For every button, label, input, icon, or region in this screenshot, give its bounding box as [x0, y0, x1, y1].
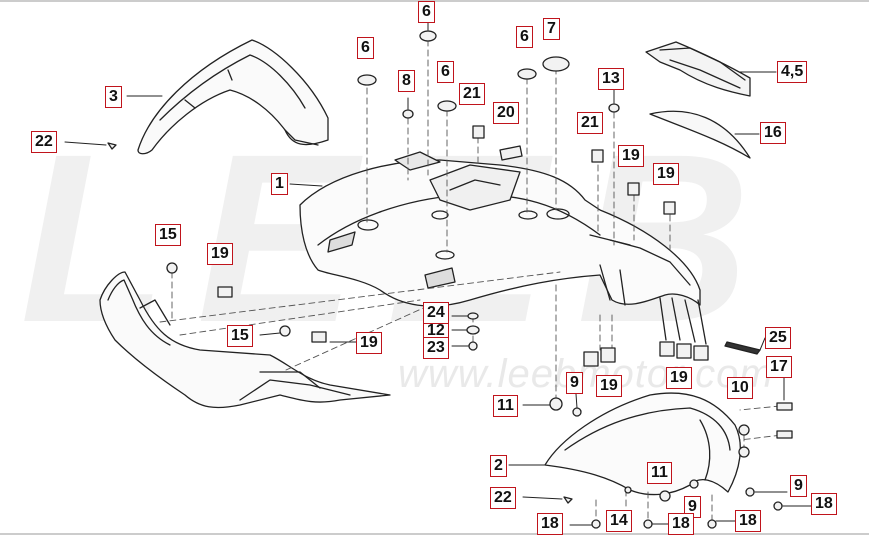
- callout-part-13: 13: [598, 68, 624, 90]
- part-8-plug: [402, 109, 414, 119]
- callout-part-23: 23: [423, 337, 449, 359]
- hardware-parts: [107, 30, 793, 529]
- part-15-bolt-b: [279, 325, 291, 337]
- part-9-washer-a: [572, 407, 582, 417]
- callout-part-20: 20: [493, 102, 519, 124]
- part-18-screw-b: [643, 519, 653, 529]
- part-6-grommet-b: [419, 30, 437, 42]
- callout-part-18-a: 18: [537, 513, 563, 535]
- callout-part-21-b: 21: [577, 112, 603, 134]
- callout-part-11-a: 11: [493, 395, 518, 417]
- part-6-grommet-c: [437, 100, 457, 112]
- part-19-clip-d: [311, 331, 327, 343]
- callout-part-7: 7: [543, 18, 560, 40]
- callout-part-9-c: 9: [790, 475, 807, 497]
- callout-part-3: 3: [105, 86, 122, 108]
- callout-part-6-a: 6: [357, 37, 374, 59]
- part-19-clip-c: [217, 286, 233, 298]
- part-19-clip-a: [627, 182, 640, 196]
- callout-part-18-d: 18: [811, 493, 837, 515]
- part-7-cap: [542, 56, 570, 72]
- part-19-clip-b: [663, 201, 676, 215]
- part-16-flap: [649, 110, 751, 159]
- callout-part-6-b: 6: [418, 1, 435, 23]
- part-19-clip-h: [676, 343, 692, 359]
- part-24-washer: [467, 312, 479, 320]
- part-4-5-top-insert: [645, 41, 751, 97]
- part-10-nut-b: [738, 446, 750, 458]
- callout-part-8: 8: [398, 70, 415, 92]
- part-22-rivet-a: [107, 142, 117, 150]
- callout-part-24: 24: [423, 302, 449, 324]
- part-23-screw: [468, 341, 478, 351]
- part-9-washer-c: [745, 487, 755, 497]
- part-18-screw-a: [591, 519, 601, 529]
- callout-part-14: 14: [606, 510, 632, 532]
- part-19-clip-g: [659, 341, 675, 357]
- part-11-nut-a: [549, 397, 563, 411]
- part-6-grommet-a: [357, 74, 377, 86]
- part-19-clip-i: [693, 345, 709, 361]
- callout-part-6-c: 6: [437, 61, 454, 83]
- part-9-washer-b: [689, 479, 699, 489]
- part-18-screw-d: [773, 501, 783, 511]
- front-grille-panel: [99, 271, 391, 409]
- callout-part-22-a: 22: [31, 131, 57, 153]
- callout-part-19-d: 19: [666, 367, 692, 389]
- part-12-washer: [466, 325, 480, 335]
- part-17-bolt-b: [776, 430, 793, 439]
- callout-part-11-b: 11: [647, 462, 672, 484]
- part-19-clip-f: [600, 347, 616, 363]
- part-25-pin: [724, 341, 761, 355]
- part-10-nut-a: [738, 424, 750, 436]
- part-22-rivet-b: [563, 496, 573, 504]
- callout-part-4-5: 4,5: [777, 61, 808, 83]
- callout-part-1: 1: [271, 173, 288, 195]
- part-18-screw-c: [707, 519, 717, 529]
- part-6-grommet-d: [517, 68, 537, 80]
- part-21-clip-b: [591, 149, 604, 163]
- callout-part-2: 2: [490, 455, 507, 477]
- callout-part-19-c: 19: [596, 375, 622, 397]
- callout-part-25: 25: [765, 327, 791, 349]
- part-19-clip-e: [583, 351, 599, 367]
- callout-part-6-d: 6: [516, 26, 533, 48]
- callout-part-19-a: 19: [207, 243, 233, 265]
- part-17-bolt-a: [776, 402, 793, 411]
- callout-part-15-a: 15: [155, 224, 181, 246]
- callout-part-18-b: 18: [668, 513, 694, 535]
- callout-part-19-e: 19: [618, 145, 644, 167]
- part-21-clip-a: [472, 125, 485, 139]
- callout-part-19-f: 19: [653, 163, 679, 185]
- callout-part-15-b: 15: [227, 325, 253, 347]
- part-11-nut-b: [659, 490, 671, 502]
- part-13-plug: [608, 103, 620, 113]
- part-1-front-fender: [299, 151, 707, 345]
- callout-part-10: 10: [727, 377, 753, 399]
- assembly-guide-lines: [159, 39, 791, 521]
- callout-part-18-c: 18: [735, 510, 761, 532]
- part-20-bracket: [499, 145, 523, 161]
- callout-part-19-b: 19: [356, 332, 382, 354]
- callout-part-21-a: 21: [459, 83, 485, 105]
- callout-part-17: 17: [766, 356, 792, 378]
- part-14-screw: [624, 486, 632, 494]
- part-15-bolt-a: [166, 262, 178, 274]
- callout-part-16: 16: [760, 122, 786, 144]
- part-3-front-upper-cover: [137, 39, 329, 155]
- callout-part-9-a: 9: [566, 372, 583, 394]
- callout-part-22-b: 22: [490, 487, 516, 509]
